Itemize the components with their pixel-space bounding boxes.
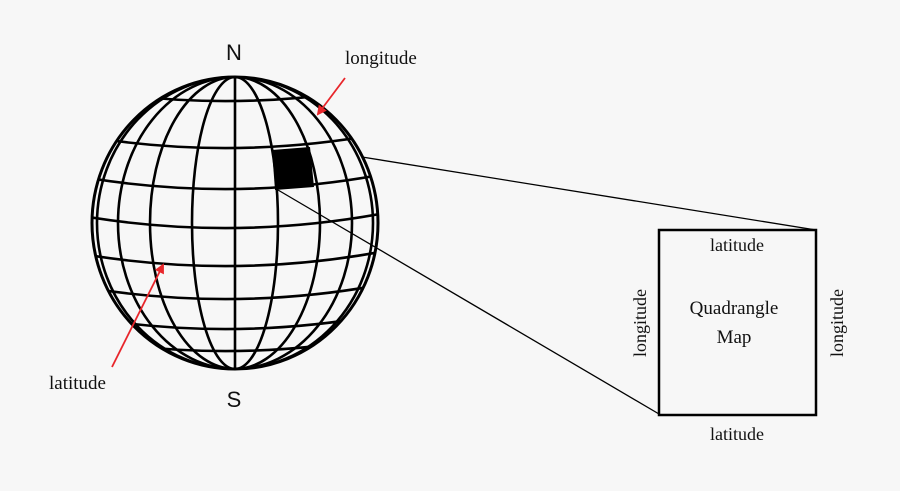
globe-grid [92,77,378,369]
box-title-line2: Map [717,327,752,348]
globe-outline [90,75,380,371]
box-top-latitude-label: latitude [710,235,764,255]
selected-quadrangle [272,147,314,190]
box-left-longitude-label: longitude [630,289,650,357]
meridian-line [95,77,375,369]
parallel-line [92,206,378,230]
latitude-arrow [111,263,164,368]
box-title-line1: Quadrangle [690,298,779,319]
box-bottom-latitude-label: latitude [710,424,764,444]
quadrangle-map-box [657,228,818,417]
parallel-line [92,167,378,191]
meridian-line [116,77,354,369]
meridian-line [190,77,280,369]
longitude-arrow [316,77,346,116]
longitude-callout-label: longitude [345,48,417,69]
south-label: S [227,387,242,412]
north-label: N [226,40,242,65]
parallel-line [92,244,378,268]
box-right-longitude-label: longitude [827,289,847,357]
projection-line-bottom [277,189,660,415]
projection-line-top [361,156,817,231]
globe [90,75,380,371]
latitude-callout-label: latitude [49,373,106,394]
